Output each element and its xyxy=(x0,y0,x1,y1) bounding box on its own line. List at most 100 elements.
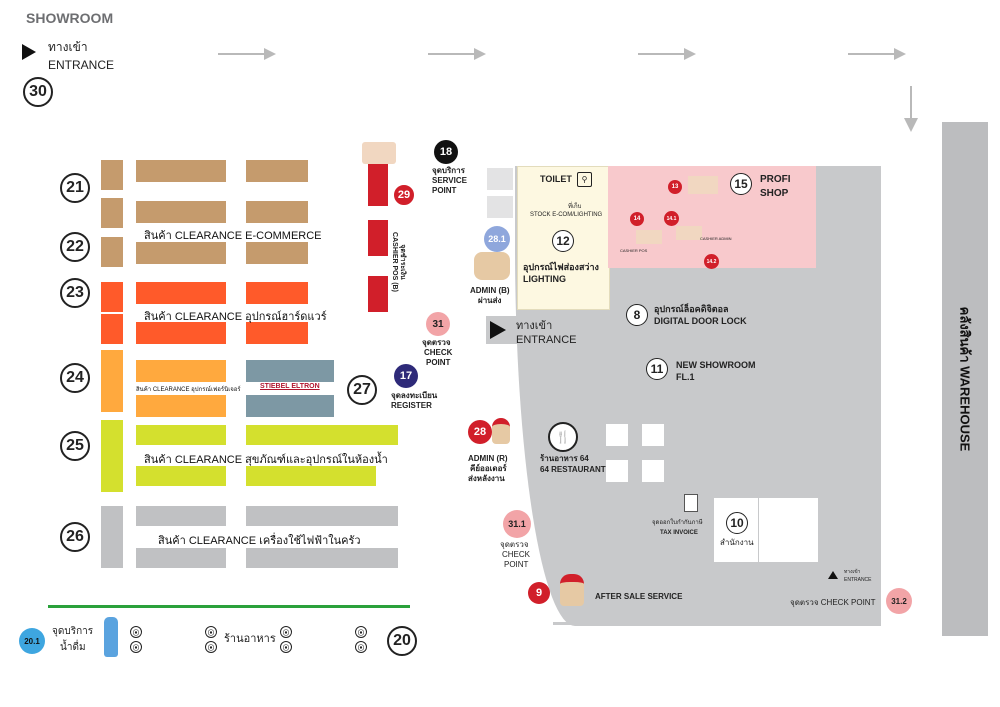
zone-14-1-marker: 14.1 xyxy=(664,211,679,226)
hardware-label: สินค้า CLEARANCE อุปกรณ์ฮาร์ดแวร์ xyxy=(144,311,327,323)
zone-28-marker: 28 xyxy=(468,420,492,444)
restaurant64-en: 64 RESTAURANT xyxy=(540,465,606,474)
zone-14-2-marker: 14.2 xyxy=(704,254,719,269)
office-label: สำนักงาน xyxy=(720,538,754,547)
dining-table-icon xyxy=(642,460,664,482)
newshowroom-l2: FL.1 xyxy=(676,372,695,382)
cashier-counter xyxy=(368,220,388,256)
shelf-lime xyxy=(246,425,398,445)
checkpoint312-text: จุดตรวจ CHECK POINT xyxy=(790,598,876,607)
toilet-label: TOILET xyxy=(540,174,572,184)
shelf-orangered xyxy=(101,282,123,312)
service-en1: SERVICE xyxy=(432,176,467,185)
dining-table-icon xyxy=(606,424,628,446)
register-en: REGISTER xyxy=(391,401,432,410)
shelf-brown xyxy=(101,198,123,228)
zone-25-marker: 25 xyxy=(60,431,90,461)
checkpoint311-en2: POINT xyxy=(504,560,529,569)
cashier-desk-icon xyxy=(362,142,396,164)
restaurant64-thai: ร้านอาหาร 64 xyxy=(540,454,589,463)
water-l1: จุดบริการ xyxy=(52,626,94,637)
zone-20-1-marker: 20.1 xyxy=(19,628,45,654)
electrical-label: สินค้า CLEARANCE อุปกรณ์เฟอร์นิเจอร์ xyxy=(136,387,241,393)
zone-10-marker: 10 xyxy=(726,512,748,534)
zone-11-marker: 11 xyxy=(646,358,668,380)
admin-r-l1: ADMIN (R) xyxy=(468,454,508,463)
shelf-gray xyxy=(246,548,398,568)
entrance-top-en: ENTRANCE xyxy=(48,58,115,72)
taxinvoice-en: TAX INVOICE xyxy=(660,530,698,536)
office-divider xyxy=(758,498,759,562)
profi-l1: PROFI xyxy=(760,174,791,185)
shelf-gray xyxy=(101,506,123,568)
warehouse-block xyxy=(942,122,988,636)
zone-31-1-marker: 31.1 xyxy=(503,510,531,538)
counter-icon xyxy=(676,226,702,240)
shelf-brown xyxy=(246,201,308,223)
restaurant-icon: 🍴 xyxy=(548,422,578,452)
table-icon: ⦿ xyxy=(280,626,292,638)
cashier-counter xyxy=(368,164,388,206)
water-bottle-icon xyxy=(104,617,118,657)
dining-table-icon xyxy=(606,460,628,482)
counter-icon xyxy=(636,230,662,244)
checkpoint311-thai: จุดตรวจ xyxy=(500,540,529,549)
entrance-small-arrow-icon xyxy=(828,571,838,579)
flow-arrow-icon xyxy=(428,48,486,60)
flow-arrow-icon xyxy=(218,48,276,60)
entrance-mid-thai: ทางเข้า xyxy=(516,320,553,332)
zone-18-marker: 18 xyxy=(434,140,458,164)
checkpoint31-en1: CHECK xyxy=(424,348,453,357)
entrance-small-thai: ทางเข้า xyxy=(844,569,861,575)
admin-r-l2: คีย์ออเดอร์ xyxy=(470,464,507,473)
shelf-steel xyxy=(246,395,334,417)
entrance-top-thai: ทางเข้า xyxy=(48,40,88,54)
zone-14-marker: 14 xyxy=(630,212,644,226)
shelf-brown xyxy=(136,242,226,264)
taxinvoice-thai: จุดออกใบกำกับภาษี xyxy=(652,520,703,526)
zone-13-marker: 13 xyxy=(668,180,682,194)
cashier-admin-label: CASHIER ADMIN xyxy=(700,236,732,241)
divider-green xyxy=(48,605,410,608)
admin-b-thai: ผ่านส่ง xyxy=(478,296,502,305)
shelf-orange xyxy=(101,350,123,412)
entrance-small-en: ENTRANCE xyxy=(844,577,872,583)
bathroom-label: สินค้า CLEARANCE สุขภัณฑ์และอุปกรณ์ในห้อ… xyxy=(144,454,388,466)
shelf-gray xyxy=(136,506,226,526)
admin-staff-icon xyxy=(492,418,510,444)
zone-24-marker: 24 xyxy=(60,363,90,393)
checkpoint31-en2: POINT xyxy=(426,358,451,367)
shelf-orangered xyxy=(136,322,226,344)
shelf-brown xyxy=(101,237,123,267)
cashier-label-thai: จุดชำระเงิน xyxy=(399,244,407,280)
shelf-gray xyxy=(246,506,398,526)
entrance-mid-arrow-icon xyxy=(490,321,506,339)
digital-en: DIGITAL DOOR LOCK xyxy=(654,316,747,326)
door-icon xyxy=(487,168,513,190)
admin-staff-icon xyxy=(474,252,510,280)
zone-31-marker: 31 xyxy=(426,312,450,336)
kitchen-label: สินค้า CLEARANCE เครื่องใช้ไฟฟ้าในครัว xyxy=(158,535,361,547)
cashier-label: จุดชำระเงิน CASHIER POS (B) xyxy=(390,232,406,292)
admin-r-l3: ส่งหลังงาน xyxy=(468,474,505,483)
zone-22-marker: 22 xyxy=(60,232,90,262)
shelf-lime xyxy=(101,420,123,492)
shelf-lime xyxy=(136,425,226,445)
zone-27-marker: 27 xyxy=(347,375,377,405)
shelf-brown xyxy=(246,242,308,264)
shelf-lime xyxy=(246,466,376,486)
newshowroom-l1: NEW SHOWROOM xyxy=(676,360,756,370)
shelf-orangered xyxy=(246,322,308,344)
cashier-counter xyxy=(368,276,388,312)
zone-20-marker: 20 xyxy=(387,626,417,656)
showroom-title: SHOWROOM xyxy=(26,10,114,26)
door-icon xyxy=(487,196,513,218)
zone-21-marker: 21 xyxy=(60,173,90,203)
shelf-orangered xyxy=(246,282,308,304)
entrance-arrow-icon xyxy=(22,44,36,60)
shelf-brown xyxy=(136,201,226,223)
shelf-brown xyxy=(101,160,123,190)
warehouse-label: คลังสินค้า WAREHOUSE xyxy=(957,306,973,452)
shelf-orange xyxy=(136,395,226,417)
stock-thai: ที่เก็บ xyxy=(568,204,582,210)
